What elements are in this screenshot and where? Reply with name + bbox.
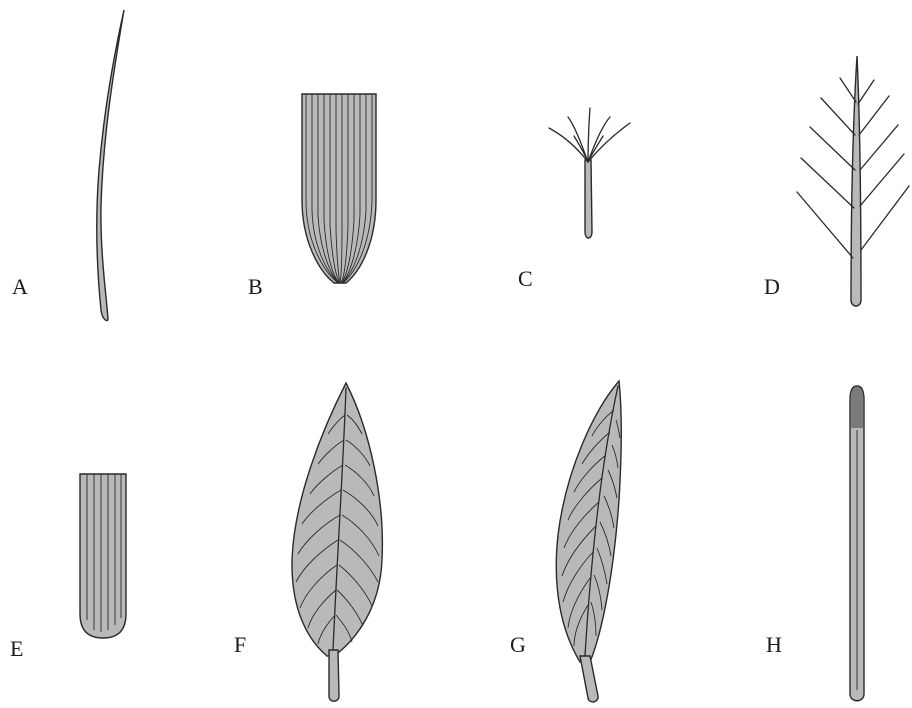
panel-c: C (518, 108, 630, 291)
panel-label-b: B (248, 274, 263, 299)
panel-label-c: C (518, 266, 533, 291)
panel-label-h: H (766, 632, 782, 657)
falcate-leaf-g (556, 381, 621, 662)
panel-b: B (248, 94, 376, 299)
petiole-f (329, 650, 339, 701)
panel-label-d: D (764, 274, 780, 299)
dark-tip-h (851, 387, 863, 428)
panel-label-f: F (234, 632, 246, 657)
axis-d (851, 56, 861, 306)
panel-label-g: G (510, 632, 526, 657)
panel-g: G (510, 381, 621, 702)
truncate-leaf-b (302, 94, 376, 283)
panel-f: F (234, 383, 382, 701)
panel-label-a: A (12, 274, 28, 299)
petiole-g (580, 656, 598, 702)
panel-d: D (764, 56, 909, 306)
panel-a: A (12, 10, 124, 321)
needle-leaf-a (97, 10, 124, 321)
panel-label-e: E (10, 636, 23, 661)
stalk-c (585, 160, 592, 238)
panel-h: H (766, 386, 864, 701)
branches-c (549, 108, 630, 162)
panel-e: E (10, 474, 126, 661)
